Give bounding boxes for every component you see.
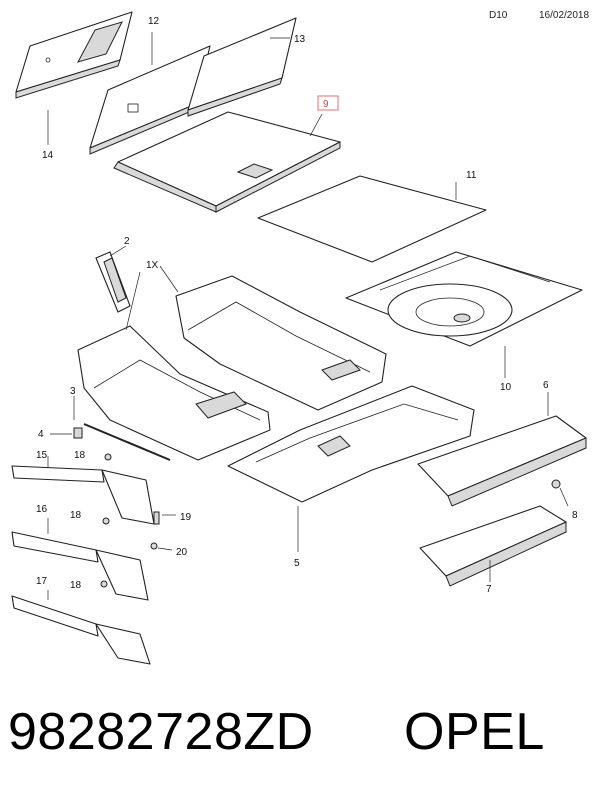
part-9-load-floor[interactable] (113, 111, 341, 213)
callout-9: 9 (323, 99, 329, 110)
callout-11: 11 (466, 170, 477, 181)
part-13-panel[interactable] (187, 17, 297, 117)
callout-13: 13 (294, 34, 306, 45)
part-16-sill-plate[interactable] (11, 518, 149, 601)
part-20-fastener[interactable] (150, 542, 173, 551)
part-11-mat[interactable] (257, 175, 487, 263)
callout-18-c: 18 (70, 580, 82, 591)
part-17-sill-plate[interactable] (11, 590, 151, 665)
diagram-code: D10 (489, 10, 508, 21)
callout-15: 15 (36, 450, 48, 461)
part-14-panel[interactable] (15, 11, 133, 145)
callout-5: 5 (294, 558, 300, 569)
part-6-side-rail[interactable] (417, 392, 587, 507)
callout-12: 12 (148, 16, 160, 27)
part-5-rear-floor[interactable] (227, 385, 475, 552)
exploded-parts-diagram: 12 13 14 9 11 2 1X 3 4 10 6 15 18 8 16 1… (11, 11, 587, 665)
part-7-side-rail[interactable] (419, 505, 567, 587)
callout-2: 2 (124, 236, 130, 247)
callout-9-highlight-box (317, 95, 339, 111)
callout-1x: 1X (146, 260, 159, 271)
part-front-carpet-left[interactable] (77, 271, 271, 461)
part-8-screw[interactable] (551, 479, 569, 507)
part-number: 98282728ZD (8, 703, 314, 761)
callout-17: 17 (36, 576, 48, 587)
part-18-fastener[interactable] (100, 453, 112, 588)
part-3-strip[interactable] (73, 396, 171, 461)
diagram-date: 16/02/2018 (539, 10, 590, 21)
part-4-clip[interactable] (50, 427, 83, 439)
callout-18-a: 18 (74, 450, 86, 461)
callout-18-b: 18 (70, 510, 82, 521)
callout-8: 8 (572, 510, 578, 521)
callout-16: 16 (36, 504, 48, 515)
callout-10: 10 (500, 382, 512, 393)
callout-3: 3 (70, 386, 76, 397)
part-2-bracket[interactable] (95, 245, 131, 313)
part-15-sill-plate[interactable] (11, 456, 155, 525)
callout-19: 19 (180, 512, 192, 523)
callout-20: 20 (176, 547, 188, 558)
callout-6: 6 (543, 380, 549, 391)
part-10-spare-wheel-well[interactable] (345, 251, 583, 378)
callout-7: 7 (486, 584, 492, 595)
callout-4: 4 (38, 429, 44, 440)
callout-14: 14 (42, 150, 54, 161)
part-19-fastener[interactable] (153, 511, 176, 525)
brand-name: OPEL (404, 703, 545, 761)
part-1x-front-floor[interactable] (159, 265, 387, 411)
